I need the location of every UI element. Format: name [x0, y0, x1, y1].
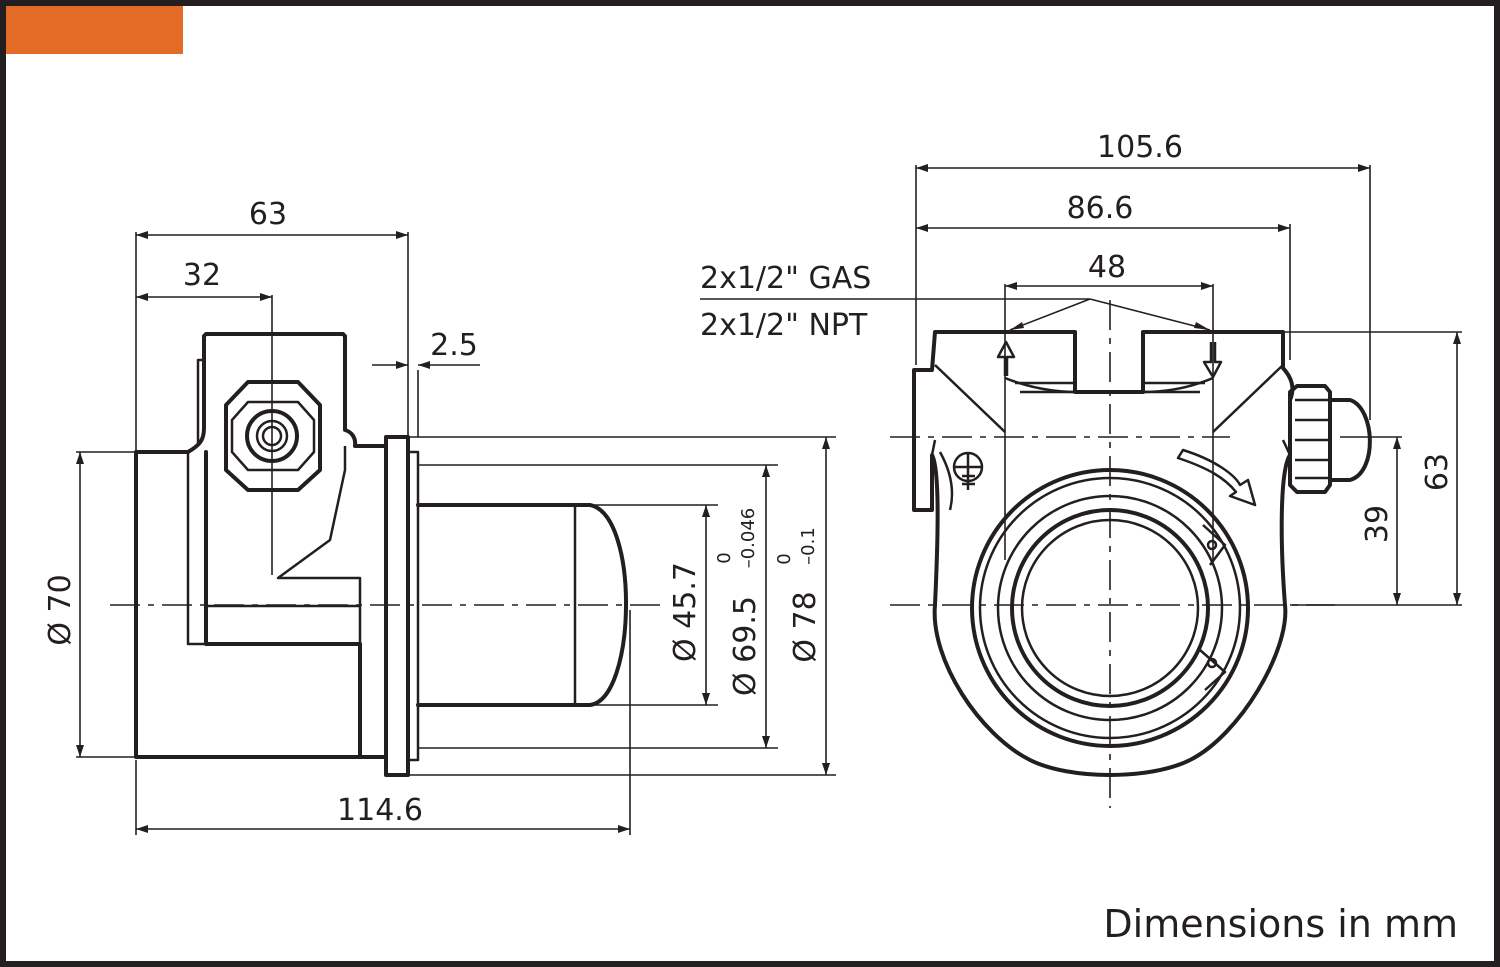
dim-text-86-6: 86.6 — [1067, 191, 1134, 226]
side-view-housing-edge — [196, 358, 362, 644]
dim-text-63-side: 63 — [249, 197, 287, 232]
dim-text-dia-45-7: Ø 45.7 — [668, 562, 703, 662]
dim-text-48: 48 — [1088, 250, 1126, 285]
side-view-hex-fitting — [224, 380, 322, 492]
side-view-shaft — [416, 503, 628, 707]
tol-lower-dia-78: –0.1 — [798, 527, 819, 565]
front-view: 105.6 86.6 48 2x1/2" GAS 2x1/2" NPT 39 6… — [700, 130, 1462, 808]
tol-upper-dia-78: 0 — [774, 553, 795, 564]
side-view-housing — [186, 332, 388, 759]
dim-text-105-6: 105.6 — [1097, 130, 1183, 165]
dim-text-63-front: 63 — [1420, 453, 1455, 491]
thread-text-npt: 2x1/2" NPT — [700, 308, 868, 343]
front-view-connector-cap — [1328, 398, 1372, 482]
tol-upper-dia-45-7: 0 — [714, 552, 735, 563]
front-view-bore — [1010, 508, 1210, 708]
manufacturer-logo-icon — [952, 451, 984, 490]
side-view: 63 32 2.5 114.6 Ø 70 Ø 45.7 0 –0.046 Ø 6… — [43, 197, 836, 835]
tol-lower-dia-45-7: –0.046 — [738, 508, 759, 569]
front-view-rotation-arrow — [1176, 448, 1257, 507]
front-view-middle-ring — [996, 494, 1224, 722]
brand-accent-tab — [6, 6, 183, 54]
dim-text-dia-70: Ø 70 — [43, 574, 78, 645]
dim-text-39: 39 — [1360, 505, 1395, 543]
units-note: Dimensions in mm — [1103, 902, 1458, 946]
dim-text-dia-78: Ø 78 — [788, 591, 823, 662]
dim-text-114-6: 114.6 — [337, 793, 423, 828]
front-view-connector-nut — [1288, 384, 1332, 494]
side-view-body — [134, 450, 362, 759]
side-view-body-lower — [186, 452, 360, 646]
thread-text-gas: 2x1/2" GAS — [700, 261, 871, 296]
dim-text-dia-69-5: Ø 69.5 — [728, 596, 763, 696]
dim-text-2-5: 2.5 — [430, 328, 478, 363]
dim-text-32: 32 — [183, 258, 221, 293]
front-view-outer-ring — [970, 468, 1250, 748]
